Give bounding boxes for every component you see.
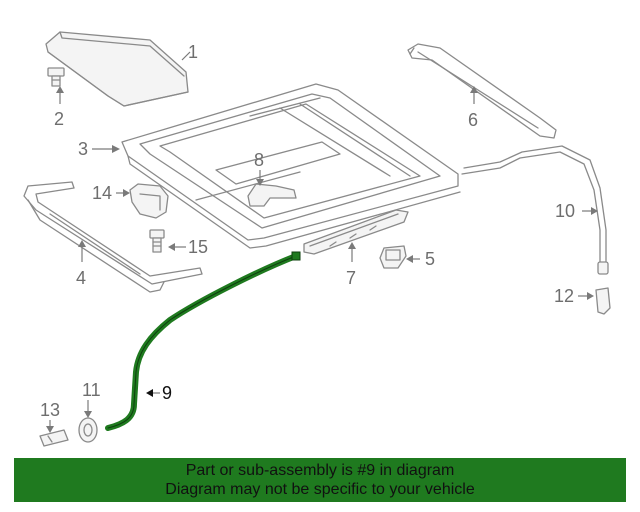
callout-8[interactable]: 8 [254,150,264,170]
banner-line-1: Part or sub-assembly is #9 in diagram [185,462,455,479]
part-11-grommet[interactable] [78,417,98,443]
part-8-handle[interactable] [247,183,297,207]
callout-1[interactable]: 1 [188,42,198,62]
part-6-rail[interactable] [407,43,557,139]
part-1-glass-panel[interactable] [45,31,189,107]
callout-3[interactable]: 3 [78,139,88,159]
part-14-motor[interactable] [129,183,169,219]
callout-2[interactable]: 2 [54,109,64,129]
callout-6[interactable]: 6 [468,110,478,130]
callout-11[interactable]: 11 [82,380,101,400]
part-12-clip[interactable] [595,287,611,315]
callout-7[interactable]: 7 [346,268,356,288]
part-10-hose[interactable] [461,145,609,275]
info-banner: Part or sub-assembly is #9 in diagram Di… [14,458,626,502]
callout-12[interactable]: 12 [554,286,574,306]
part-7-guide[interactable] [303,209,409,255]
part-13-connector[interactable] [39,429,69,447]
callout-5[interactable]: 5 [425,249,435,269]
part-2-bolt[interactable] [47,67,65,87]
callout-10[interactable]: 10 [555,201,575,221]
banner-line-2: Diagram may not be specific to your vehi… [165,481,475,498]
callout-4[interactable]: 4 [76,268,86,288]
parts-diagram: 1 2 3 4 5 [23,31,611,447]
part-4-deflector[interactable] [23,181,203,293]
callout-9[interactable]: 9 [162,383,172,403]
part-15-screw[interactable] [149,229,165,253]
part-5-clip[interactable] [379,245,407,269]
callout-13[interactable]: 13 [40,400,60,420]
part-9-hose-highlighted[interactable] [105,251,301,431]
callout-14[interactable]: 14 [92,183,112,203]
callout-15[interactable]: 15 [188,237,208,257]
part-3-frame[interactable] [121,83,461,249]
